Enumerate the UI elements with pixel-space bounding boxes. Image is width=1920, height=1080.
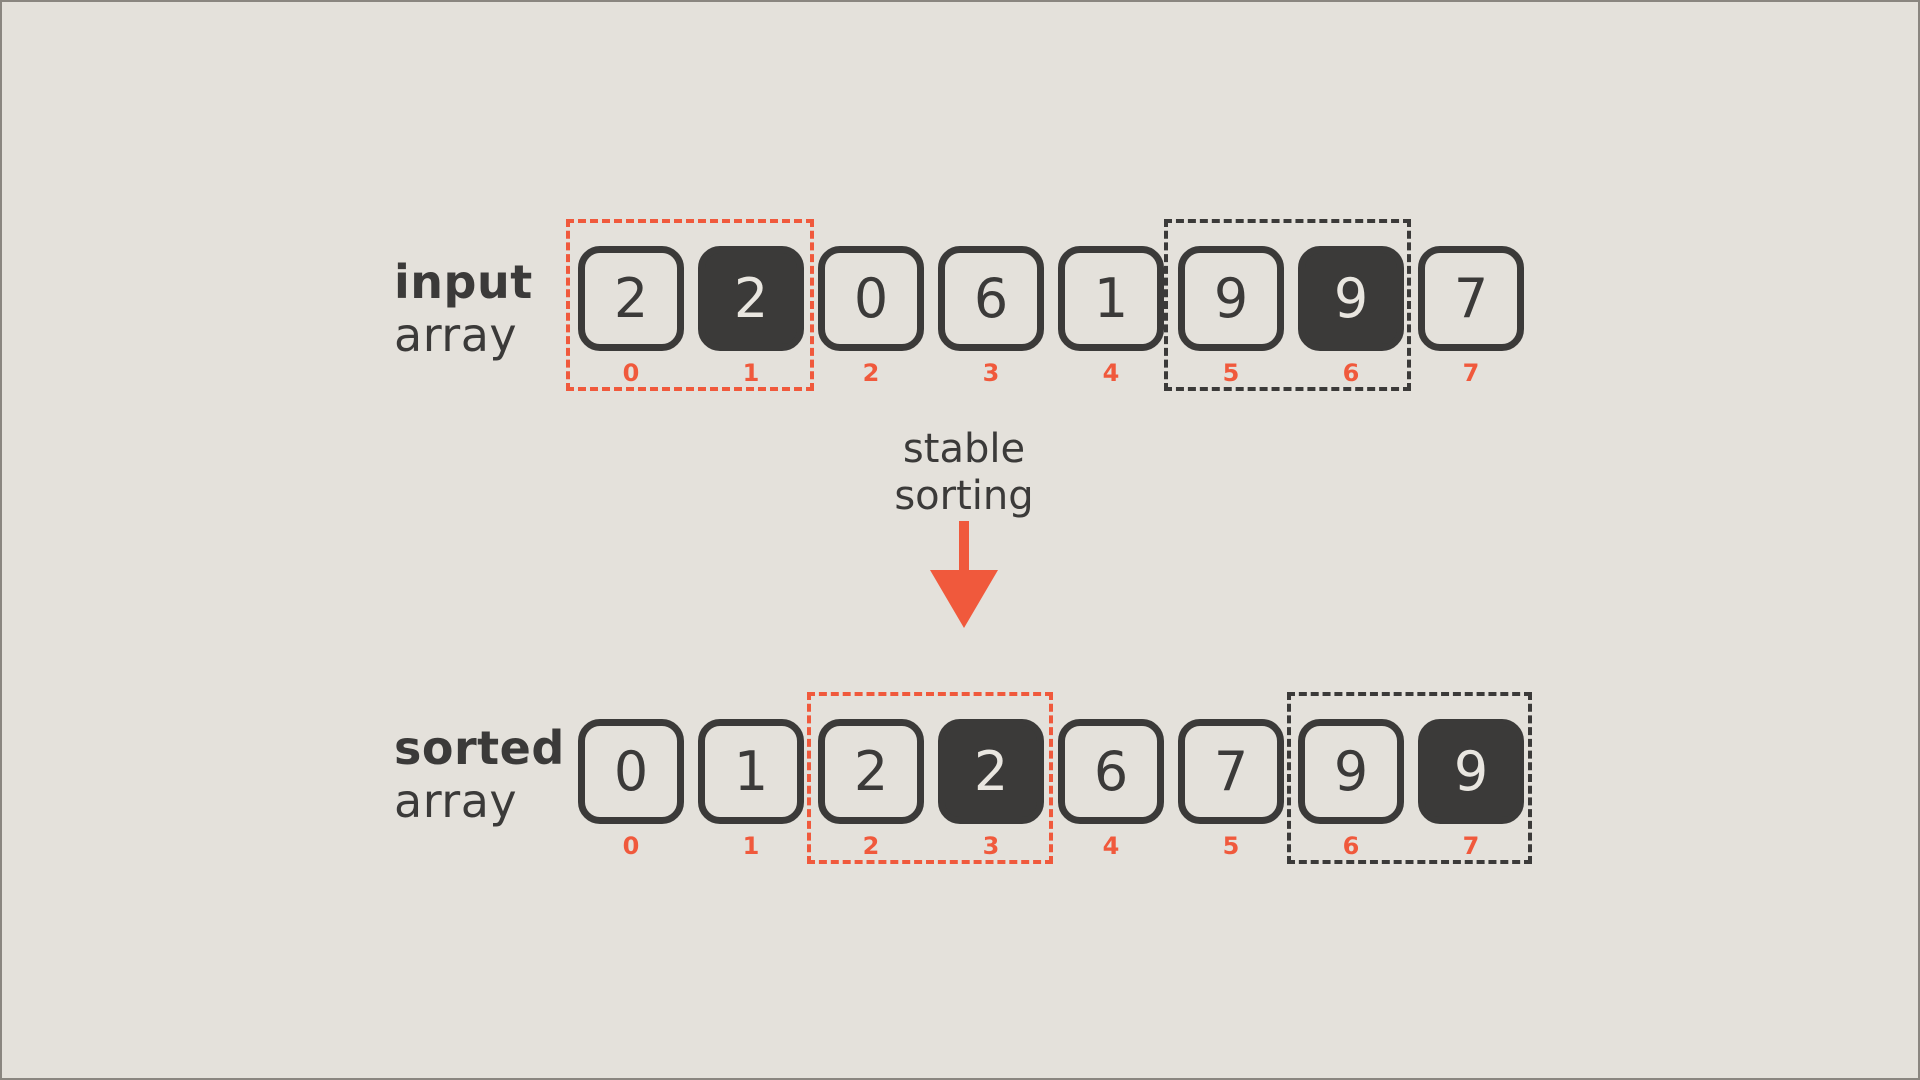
down-arrow-icon [959,521,969,573]
sorted-duplicate-9s-group-box [1287,692,1532,864]
array-cell-wrap: 7 7 [1418,246,1524,387]
cell-index-label: 3 [982,832,1000,860]
array-cell-wrap: 2 2 [818,719,924,860]
array-cell-wrap: 2 0 [578,246,684,387]
cell-index-label: 6 [1342,832,1360,860]
cell-index-label: 4 [1102,832,1120,860]
array-cell-wrap: 1 4 [1058,246,1164,387]
sorted-array-label-bold: sorted [394,721,565,775]
cell-value: 2 [853,740,889,803]
transform-label: stable sorting [814,426,1114,520]
cell-value: 7 [1213,740,1249,803]
cell-index-label: 6 [1342,359,1360,387]
input-duplicate-2s-group-box [566,219,814,391]
cell-value: 9 [1333,740,1369,803]
array-cell-wrap: 2 1 [698,246,804,387]
cell-value: 2 [733,267,769,330]
array-cell: 7 [1418,246,1524,351]
array-cell-wrap: 9 5 [1178,246,1284,387]
array-cell: 9 [1298,719,1404,824]
array-cell-wrap: 9 6 [1298,246,1404,387]
cell-value: 2 [973,740,1009,803]
input-array-label: input array [394,256,533,362]
cell-value: 7 [1453,267,1489,330]
array-cell-wrap: 9 7 [1418,719,1524,860]
array-cell: 2 [938,719,1044,824]
transform-label-line2: sorting [894,473,1034,519]
cell-index-label: 0 [622,832,640,860]
input-array-label-regular: array [394,308,518,362]
array-cell-wrap: 6 4 [1058,719,1164,860]
array-cell-wrap: 0 2 [818,246,924,387]
cell-value: 0 [613,740,649,803]
array-cell: 2 [578,246,684,351]
array-cell: 9 [1298,246,1404,351]
array-cell: 2 [698,246,804,351]
cell-value: 0 [853,267,889,330]
cell-value: 6 [973,267,1009,330]
cell-value: 6 [1093,740,1129,803]
cell-value: 1 [1093,267,1129,330]
array-cell-wrap: 9 6 [1298,719,1404,860]
array-cell: 6 [938,246,1044,351]
cell-value: 1 [733,740,769,803]
sorted-array-label: sorted array [394,722,565,828]
cell-index-label: 2 [862,359,880,387]
cell-index-label: 0 [622,359,640,387]
array-cell: 9 [1418,719,1524,824]
cell-index-label: 1 [742,832,760,860]
sorted-array-label-regular: array [394,774,518,828]
cell-value: 9 [1453,740,1489,803]
sorted-array-row: 0 0 1 1 2 2 2 3 6 4 [578,719,1524,860]
input-duplicate-9s-group-box [1164,219,1411,391]
array-cell: 0 [818,246,924,351]
array-cell-wrap: 1 1 [698,719,804,860]
array-cell: 1 [1058,246,1164,351]
cell-index-label: 2 [862,832,880,860]
array-cell-wrap: 7 5 [1178,719,1284,860]
array-cell: 9 [1178,246,1284,351]
input-array-label-bold: input [394,255,533,309]
array-cell-wrap: 2 3 [938,719,1044,860]
cell-index-label: 1 [742,359,760,387]
input-array-row: 2 0 2 1 0 2 6 3 1 4 [578,246,1524,387]
array-cell: 0 [578,719,684,824]
array-cell: 2 [818,719,924,824]
cell-value: 9 [1333,267,1369,330]
array-cell: 6 [1058,719,1164,824]
sorted-duplicate-2s-group-box [807,692,1053,864]
cell-index-label: 3 [982,359,1000,387]
array-cell: 7 [1178,719,1284,824]
cell-index-label: 4 [1102,359,1120,387]
transform-label-line1: stable [902,426,1026,472]
cell-index-label: 7 [1462,832,1480,860]
cell-value: 9 [1213,267,1249,330]
array-cell-wrap: 6 3 [938,246,1044,387]
cell-index-label: 7 [1462,359,1480,387]
down-arrow-icon [930,570,998,628]
array-cell: 1 [698,719,804,824]
array-cell-wrap: 0 0 [578,719,684,860]
cell-index-label: 5 [1222,832,1240,860]
cell-value: 2 [613,267,649,330]
cell-index-label: 5 [1222,359,1240,387]
